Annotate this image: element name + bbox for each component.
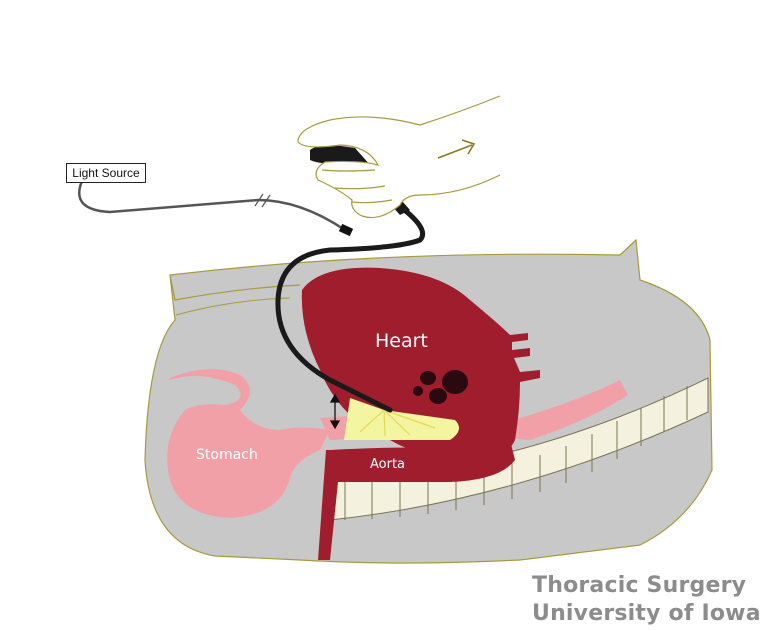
aorta-label: Aorta — [370, 457, 406, 472]
arrow-right-icon — [437, 139, 476, 159]
cable-connector — [338, 223, 354, 237]
tee-probe — [275, 205, 426, 413]
light-source-label: Light Source — [66, 163, 146, 183]
aorta — [318, 440, 515, 560]
hand-icon — [297, 95, 501, 219]
ultrasound-rays — [359, 409, 436, 437]
watermark-line-1: Thoracic Surgery — [532, 573, 747, 598]
double-arrow-icon — [329, 393, 341, 430]
stomach-label: Stomach — [196, 447, 258, 463]
ultrasound-beam — [344, 398, 459, 440]
light-source-cable — [78, 180, 346, 232]
watermark-line-2: University of Iowa — [532, 601, 761, 626]
heart-label: Heart — [375, 330, 428, 352]
neck-band — [169, 274, 301, 301]
cable-break-mark — [254, 193, 271, 208]
heart-chambers — [413, 370, 468, 404]
